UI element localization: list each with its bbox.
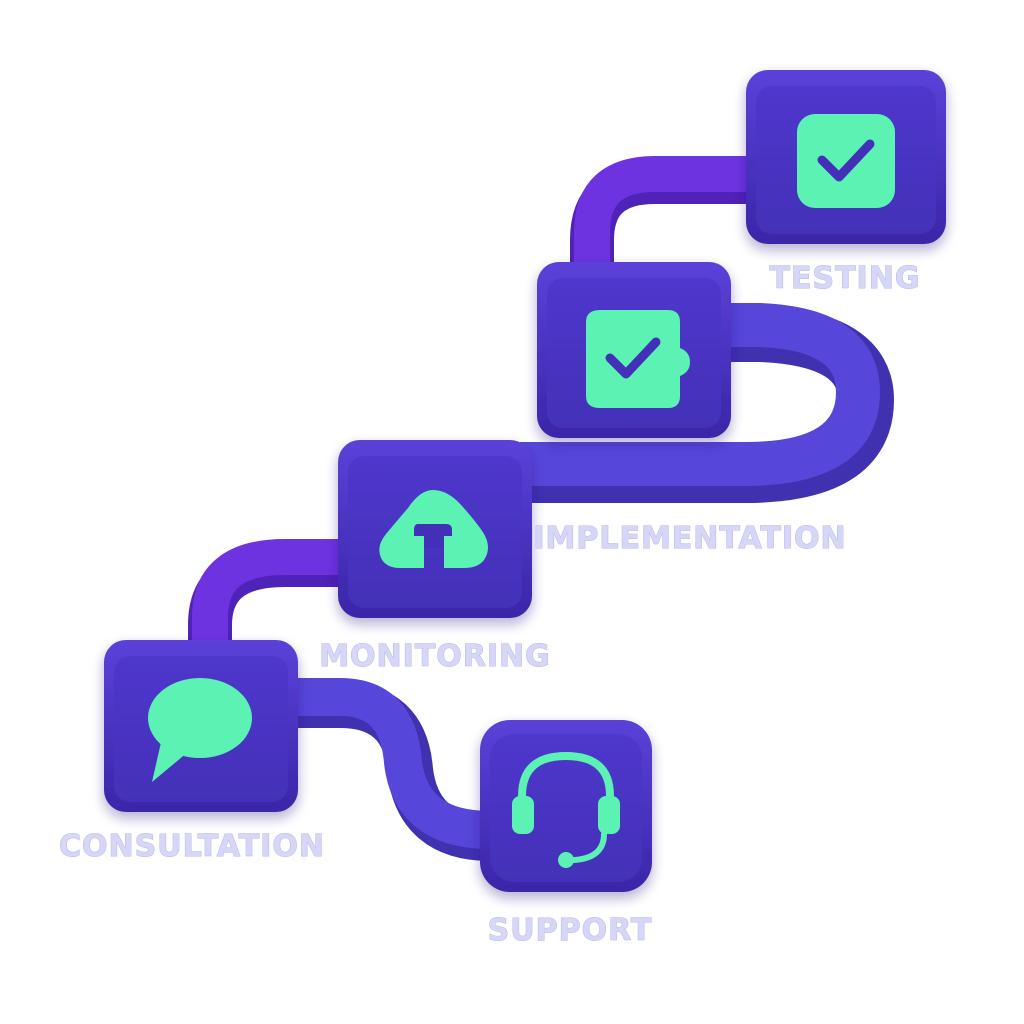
- connector-consultation-support-top: [290, 678, 491, 849]
- label-consultation: CONSULTATION: [59, 829, 325, 864]
- checkbox-icon: [797, 114, 895, 208]
- label-implementation: IMPLEMENTATION: [533, 521, 846, 556]
- connector-testing-implementation-top: [574, 156, 750, 272]
- cloud-upload-icon: [379, 490, 488, 568]
- label-support: SUPPORT: [488, 913, 653, 948]
- connector-monitoring-consultation-top: [192, 539, 345, 652]
- chat-bubble-icon: [148, 678, 252, 782]
- checklist-icon: [586, 310, 690, 408]
- label-monitoring: MONITORING: [319, 639, 551, 674]
- connector-implementation-monitoring-top: [520, 303, 881, 486]
- headset-icon: [512, 751, 620, 868]
- label-testing: TESTING: [770, 261, 921, 296]
- connectors: [188, 156, 895, 861]
